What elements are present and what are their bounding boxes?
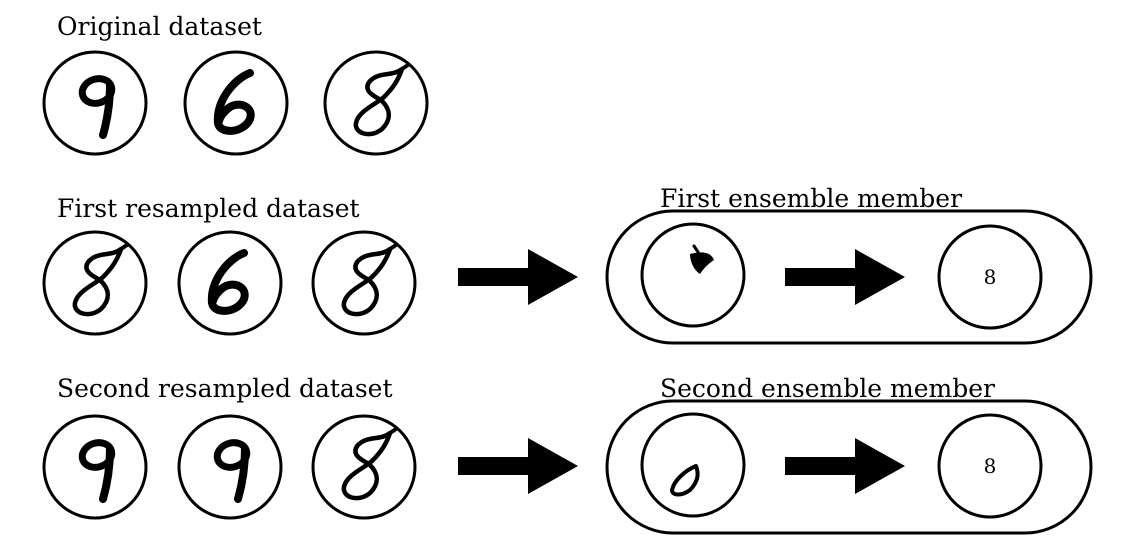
predicted-label: 8: [984, 454, 997, 478]
prediction-output: 8: [937, 224, 1043, 330]
digit-sample-8: [42, 230, 148, 336]
ensemble-member-frame: [605, 209, 1093, 345]
digit-sample-9: [42, 414, 148, 520]
digit-sample-8: [311, 230, 417, 336]
prediction-arrow: [785, 249, 905, 305]
digit-sample-8: [323, 50, 429, 156]
training-arrow-first: [458, 249, 578, 305]
original-dataset-label: Original dataset: [57, 12, 262, 41]
digit-sample-6: [183, 50, 289, 156]
second-resampled-dataset-label: Second resampled dataset: [57, 374, 393, 403]
partial-digit-input: [640, 222, 746, 328]
first-resampled-dataset-row: [42, 230, 417, 336]
predicted-label: 8: [984, 265, 997, 289]
first-ensemble-member: 8: [605, 209, 1093, 345]
second-ensemble-member-label: Second ensemble member: [660, 374, 995, 403]
second-resampled-dataset-row: [42, 414, 417, 520]
first-ensemble-member-label: First ensemble member: [660, 184, 963, 213]
prediction-output: 8: [937, 413, 1043, 519]
first-resampled-dataset-label: First resampled dataset: [57, 194, 360, 223]
ensemble-member-frame: [605, 399, 1093, 535]
digit-sample-9: [177, 414, 283, 520]
digit-sample-8: [311, 414, 417, 520]
second-ensemble-member: 8: [605, 399, 1093, 535]
training-arrow-second: [458, 438, 578, 494]
original-dataset-row: [42, 50, 429, 156]
prediction-arrow: [785, 438, 905, 494]
digit-sample-9: [42, 50, 148, 156]
partial-digit-input: [640, 412, 746, 518]
digit-sample-6: [177, 230, 283, 336]
